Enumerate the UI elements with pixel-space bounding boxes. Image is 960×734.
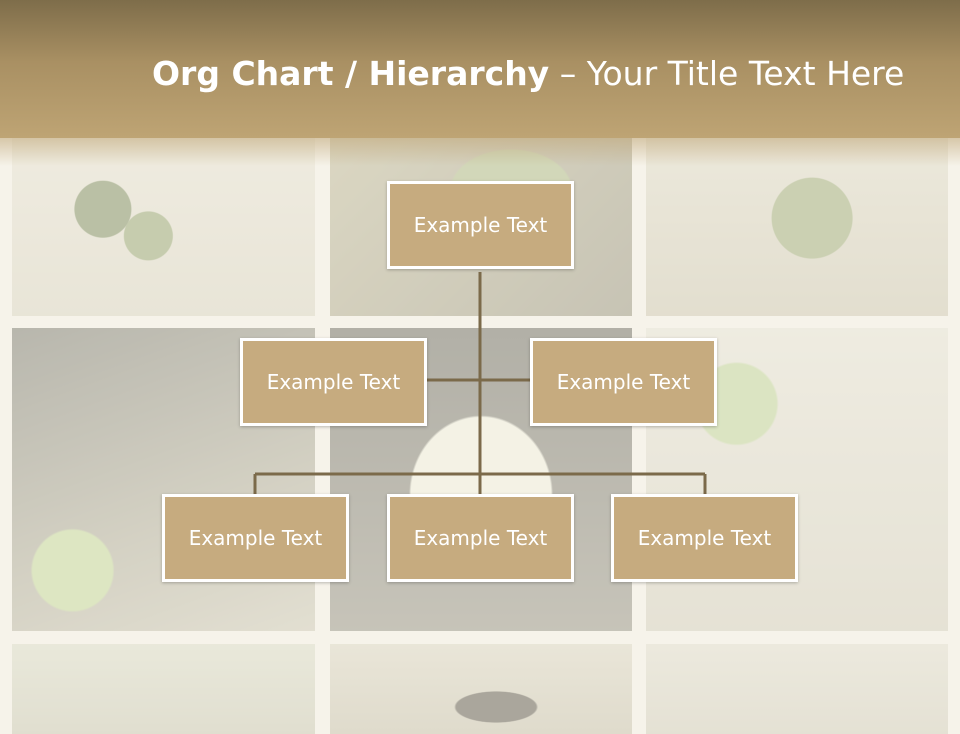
org-node-level3-right[interactable]: Example Text — [611, 494, 798, 582]
org-node-level2-left[interactable]: Example Text — [240, 338, 427, 426]
org-node-level2-right[interactable]: Example Text — [530, 338, 717, 426]
org-node-label: Example Text — [556, 370, 691, 394]
org-node-level3-center[interactable]: Example Text — [387, 494, 574, 582]
org-node-label: Example Text — [188, 526, 323, 550]
org-node-label: Example Text — [266, 370, 401, 394]
org-node-root[interactable]: Example Text — [387, 181, 574, 269]
org-node-level3-left[interactable]: Example Text — [162, 494, 349, 582]
photo-flowers — [12, 644, 315, 734]
slide-title-light: Your Title Text Here — [586, 54, 905, 93]
title-band — [0, 0, 960, 138]
org-node-label: Example Text — [637, 526, 772, 550]
slide-title[interactable]: Org Chart / Hierarchy – Your Title Text … — [152, 54, 904, 93]
photo-green-ribbon — [330, 138, 632, 316]
title-band-fade — [0, 138, 960, 166]
photo-centerpiece-box — [646, 138, 948, 316]
org-node-label: Example Text — [413, 526, 548, 550]
photo-centerpiece-table — [12, 138, 315, 316]
slide-title-separator: – — [549, 54, 587, 93]
photo-dark-object — [330, 644, 632, 734]
org-node-root-label: Example Text — [413, 213, 548, 237]
photo-table-setting — [646, 644, 948, 734]
slide-title-bold: Org Chart / Hierarchy — [152, 54, 550, 93]
